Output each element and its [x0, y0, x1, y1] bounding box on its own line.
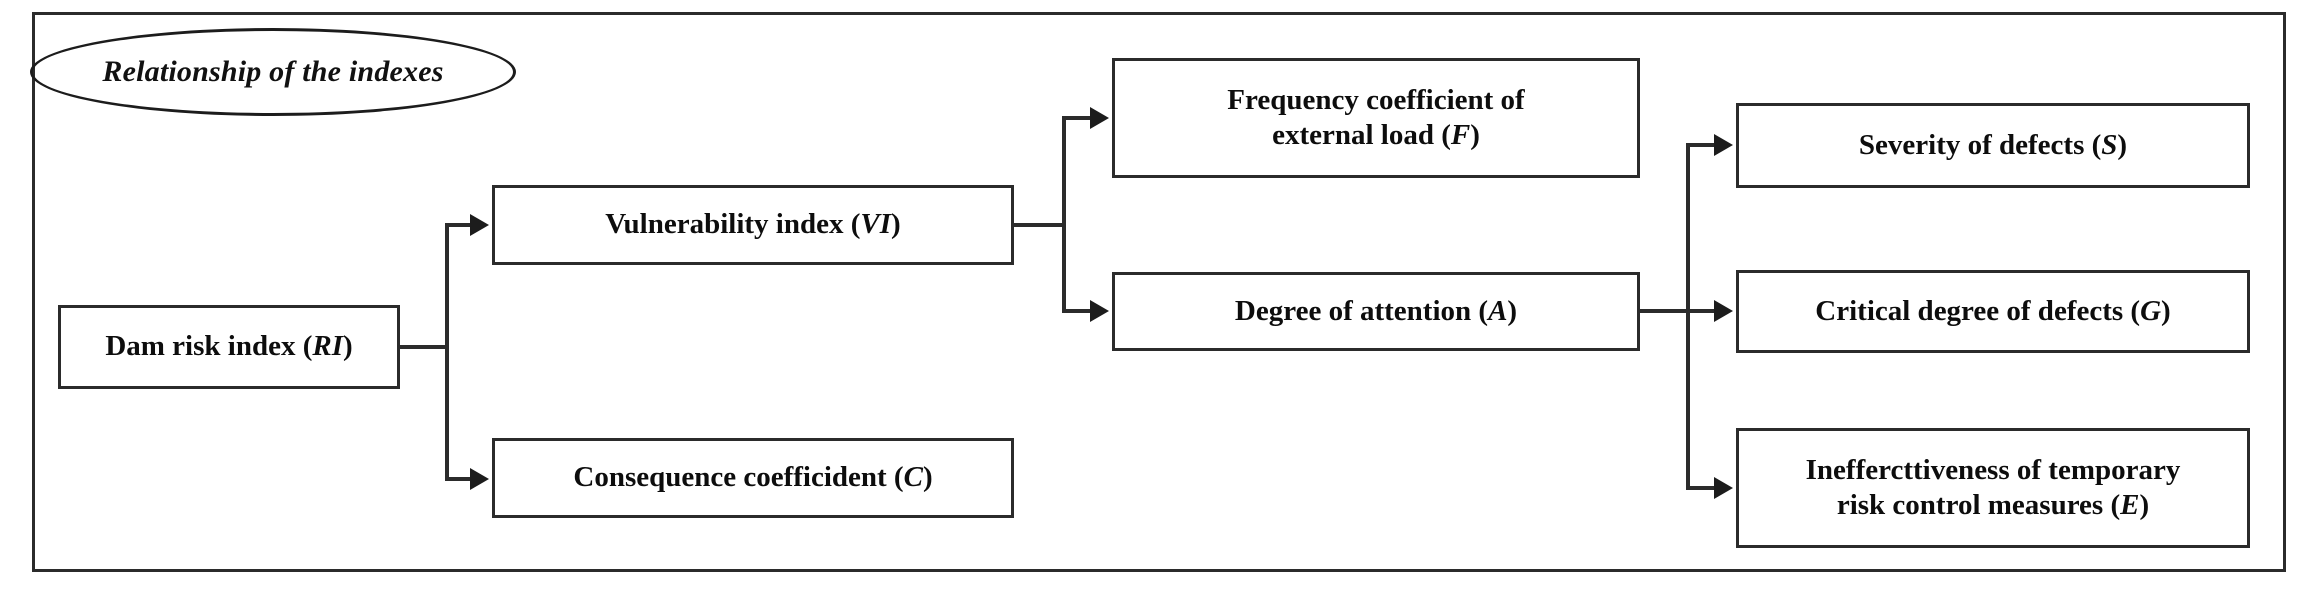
node-vulnerability-index[interactable]: Vulnerability index (VI): [492, 185, 1014, 265]
arrowhead-ri-to-vi: [470, 214, 489, 236]
node-severity-of-defects-label: Severity of defects (S): [1858, 128, 2128, 161]
node-degree-of-attention-label: Degree of attention (A): [1234, 294, 1518, 327]
symbol-RI: RI: [312, 330, 343, 363]
arrowhead-a-to-s: [1714, 134, 1733, 156]
arrowhead-a-to-g: [1714, 300, 1733, 322]
node-dam-risk-index-label: Dam risk index (RI): [105, 330, 353, 363]
edge-ri-stem: [400, 345, 449, 349]
node-consequence-coefficident-label: Consequence coefficident (C): [573, 461, 933, 494]
figure-title: Relationship of the indexes: [102, 55, 444, 88]
symbol-A: A: [1488, 294, 1508, 327]
arrowhead-ri-to-c: [470, 468, 489, 490]
title-ellipse: Relationship of the indexes: [30, 28, 516, 116]
edge-vi-stem: [1014, 223, 1066, 227]
edge-vi-to-f: [1062, 116, 1092, 120]
node-critical-degree-of-defects-label: Critical degree of defects (G): [1815, 294, 2171, 327]
edge-ri-to-vi: [445, 223, 473, 227]
edge-ri-to-c: [445, 477, 473, 481]
node-severity-of-defects[interactable]: Severity of defects (S): [1736, 103, 2250, 188]
symbol-E: E: [2120, 489, 2140, 521]
edge-ri-bus: [445, 223, 449, 481]
node-vulnerability-index-label: Vulnerability index (VI): [605, 208, 901, 241]
arrowhead-vi-to-f: [1090, 107, 1109, 129]
arrowhead-vi-to-a: [1090, 300, 1109, 322]
edge-a-bus: [1686, 143, 1690, 490]
node-critical-degree-of-defects[interactable]: Critical degree of defects (G): [1736, 270, 2250, 353]
symbol-G: G: [2140, 294, 2162, 327]
node-consequence-coefficident[interactable]: Consequence coefficident (C): [492, 438, 1014, 518]
symbol-S: S: [2101, 128, 2118, 161]
node-degree-of-attention[interactable]: Degree of attention (A): [1112, 272, 1640, 351]
symbol-VI: VI: [860, 208, 892, 241]
edge-a-to-g: [1640, 309, 1716, 313]
node-dam-risk-index[interactable]: Dam risk index (RI): [58, 305, 400, 389]
symbol-F: F: [1450, 119, 1471, 151]
edge-a-to-e: [1686, 486, 1716, 490]
edge-vi-to-a: [1062, 309, 1092, 313]
edge-vi-bus: [1062, 116, 1066, 313]
edge-a-to-s: [1686, 143, 1716, 147]
arrowhead-a-to-e: [1714, 477, 1733, 499]
symbol-C: C: [903, 461, 923, 494]
